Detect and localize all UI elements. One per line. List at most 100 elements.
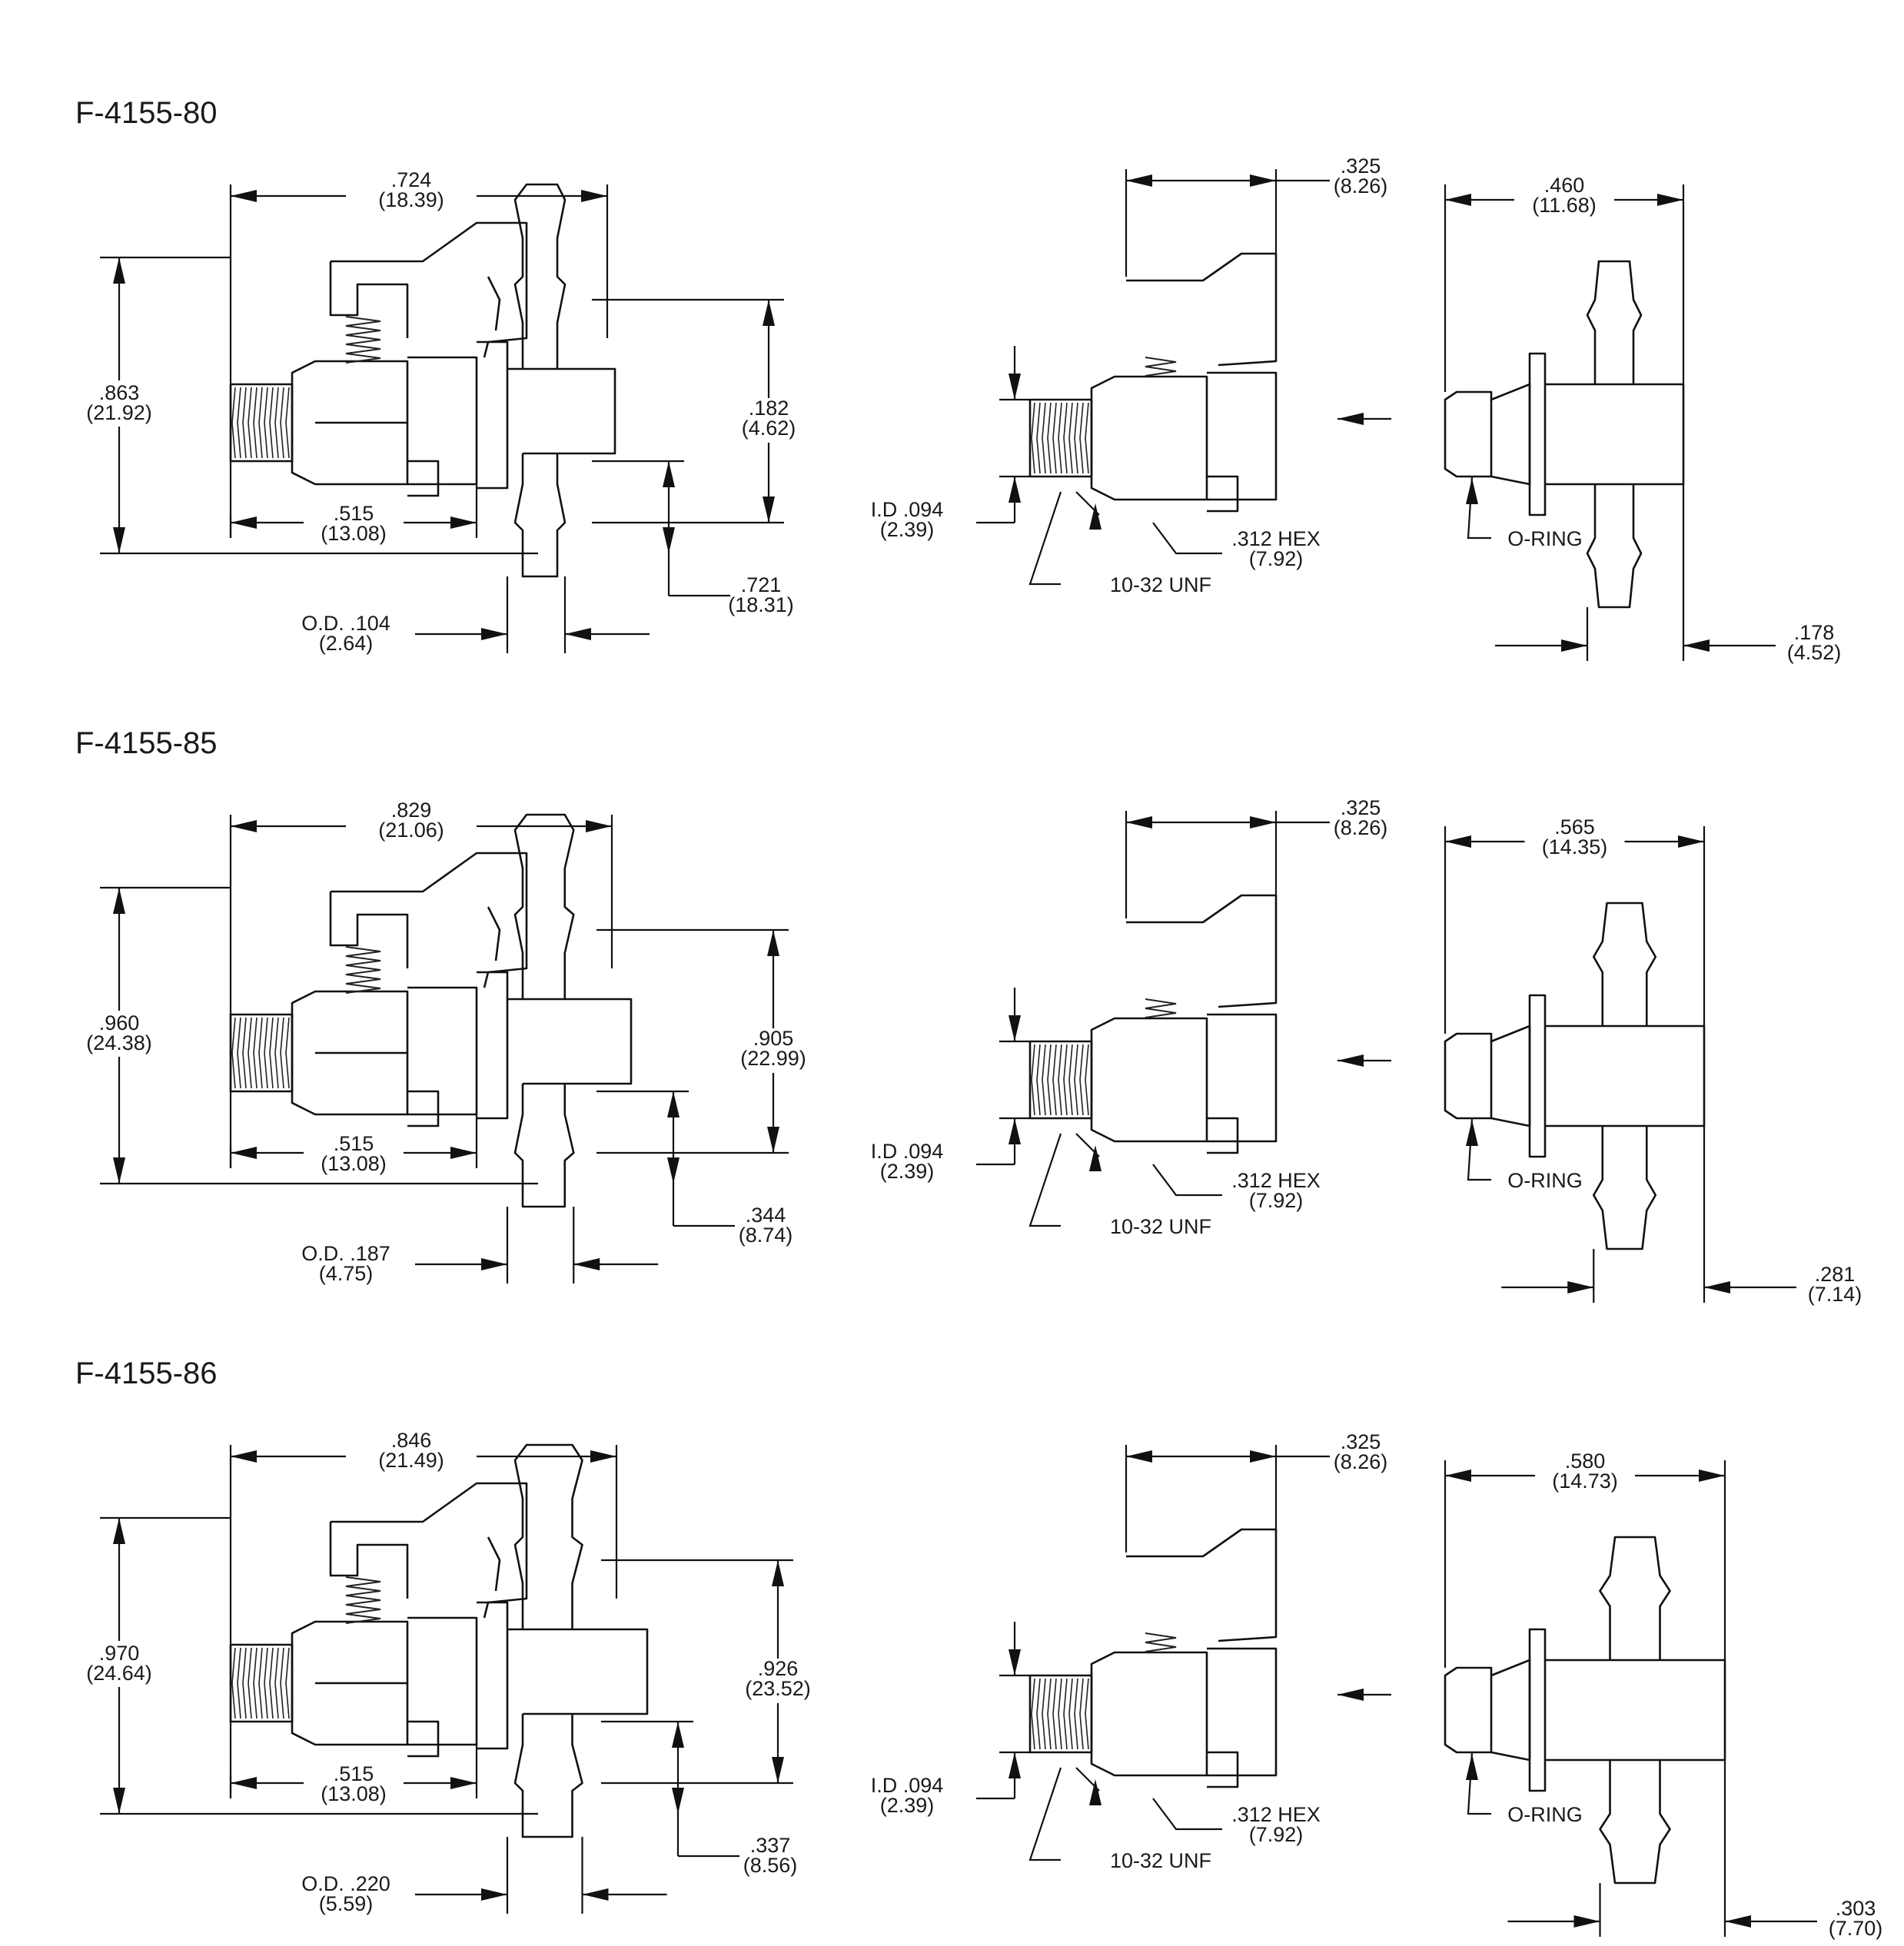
- dimension-arrow: [1445, 194, 1471, 206]
- barb-upper: [1599, 1536, 1671, 1660]
- inner-diameter-value: I.D .094: [871, 1140, 944, 1163]
- overall-height-metric: (24.38): [86, 1031, 152, 1054]
- barb-upper: [1586, 260, 1643, 384]
- barb-stem: [523, 367, 616, 455]
- dimension-arrow: [672, 1788, 684, 1814]
- thread-spec: 10-32 UNF: [1110, 1215, 1211, 1238]
- dimension-arrow: [113, 1788, 125, 1814]
- inner-diameter-metric: (2.39): [880, 1794, 935, 1817]
- dimension-arrow: [586, 820, 612, 832]
- o-ring-label: O-RING: [1507, 1803, 1583, 1826]
- part-number-heading: F-4155-80: [75, 96, 218, 130]
- label-mask: [730, 398, 815, 443]
- label-mask: [69, 1641, 169, 1687]
- thread-ridge: [1042, 402, 1046, 474]
- cone: [1490, 1024, 1531, 1127]
- lever-inner: [329, 261, 409, 338]
- dimension-arrow: [231, 1147, 257, 1159]
- thread-ridge: [264, 1017, 268, 1089]
- fitting-length-value: .460: [1544, 174, 1585, 197]
- dimension-arrow: [1573, 1915, 1600, 1928]
- thread-ridge: [269, 387, 274, 459]
- dimension-arrow: [663, 461, 675, 487]
- thread-leader: [1028, 1767, 1062, 1861]
- assembly-direction-arrow: [1337, 1054, 1364, 1067]
- valve-length-metric: (8.26): [1334, 174, 1388, 198]
- valve-tab: [407, 1720, 440, 1758]
- overall-height-value: .960: [99, 1011, 140, 1034]
- thread-ridge: [1058, 1044, 1062, 1116]
- overall-length-metric: (21.06): [378, 819, 444, 842]
- cone: [1490, 383, 1531, 486]
- dimension-arrow: [763, 300, 775, 326]
- overall-length-value: .846: [391, 1429, 432, 1452]
- o-ring-groove: [1444, 1666, 1493, 1754]
- dimension-arrow: [231, 190, 257, 202]
- dimension-arrow: [231, 516, 257, 529]
- barb-lower: [1592, 1126, 1657, 1250]
- dimension-arrow: [1725, 1915, 1751, 1928]
- hex-leader-arrow: [1089, 1145, 1102, 1171]
- label-mask: [346, 1430, 477, 1476]
- label-mask: [304, 503, 404, 546]
- barb-width-metric: (7.70): [1829, 1917, 1883, 1940]
- valve-body: [1207, 1647, 1278, 1777]
- flange: [1528, 994, 1547, 1158]
- dimension-arrow: [667, 1157, 680, 1184]
- hex-leader-arrow: [1089, 503, 1102, 530]
- dimension-arrow: [1683, 639, 1710, 652]
- thread-ridge: [253, 1017, 258, 1089]
- dimension-arrow: [767, 1127, 779, 1153]
- thread-ridge: [248, 1647, 252, 1719]
- thread-ridge: [264, 387, 268, 459]
- dimension-arrow: [231, 1777, 257, 1789]
- thread-ridge: [231, 1017, 236, 1089]
- thread-ridge: [258, 387, 263, 459]
- section-f-4155-85: F-4155-85.829(21.06).960(24.38).905(22.9…: [69, 726, 1862, 1306]
- thread-ridge: [1063, 1678, 1068, 1750]
- thread-length-value: .515: [334, 1762, 374, 1785]
- valve-length-value: .325: [1341, 1430, 1381, 1453]
- overall-height-metric: (21.92): [86, 401, 152, 424]
- label-mask: [69, 380, 169, 427]
- thread-ridge: [248, 387, 252, 459]
- thread-ridge: [248, 1017, 252, 1089]
- thread-ridge: [1063, 402, 1068, 474]
- thread-ridge: [1031, 402, 1035, 474]
- thread-ridge: [258, 1647, 263, 1719]
- retainer: [477, 1601, 509, 1750]
- thread-ridge: [1068, 1044, 1073, 1116]
- thread-ridge: [1052, 1044, 1057, 1116]
- thread-ridge: [1036, 1678, 1041, 1750]
- hex-size-metric: (7.92): [1249, 547, 1304, 570]
- thread-ridge: [1074, 1678, 1078, 1750]
- hex-size-metric: (7.92): [1249, 1823, 1304, 1846]
- thread-ridge: [1036, 402, 1041, 474]
- thread-ridge: [237, 387, 241, 459]
- assembled-view: .724(18.39).863(21.92).182(4.62).515(13.…: [69, 168, 815, 655]
- thread-ridge: [253, 1647, 258, 1719]
- thread-length-metric: (13.08): [321, 522, 387, 545]
- spring: [1145, 1632, 1177, 1652]
- lever: [1126, 1528, 1278, 1642]
- thread-ridge: [1085, 1044, 1089, 1116]
- lever-inner: [329, 1522, 409, 1599]
- barb-upper: [1592, 902, 1657, 1026]
- center-height-metric: (18.31): [728, 593, 794, 616]
- assembled-view: .846(21.49).970(24.64).926(23.52).515(13…: [69, 1429, 824, 1915]
- dimension-arrow: [231, 1450, 257, 1463]
- fitting-view: .580(14.73)O-RING.303(7.70): [1444, 1450, 1883, 1940]
- barb-height-metric: (23.52): [745, 1677, 811, 1700]
- dimension-arrow: [113, 1518, 125, 1544]
- barb-height-value: .905: [753, 1027, 794, 1050]
- dimension-arrow: [663, 527, 675, 553]
- thread-ridge: [285, 1647, 290, 1719]
- dimension-arrow: [1704, 1281, 1730, 1293]
- thread-ridge: [1047, 1044, 1052, 1116]
- thread-ridge: [274, 1647, 279, 1719]
- lever-detail: [487, 276, 501, 331]
- dimension-arrow: [450, 1777, 477, 1789]
- thread-spec: 10-32 UNF: [1110, 573, 1211, 596]
- o-ring-groove: [1444, 390, 1493, 478]
- barb-upper: [507, 1443, 583, 1631]
